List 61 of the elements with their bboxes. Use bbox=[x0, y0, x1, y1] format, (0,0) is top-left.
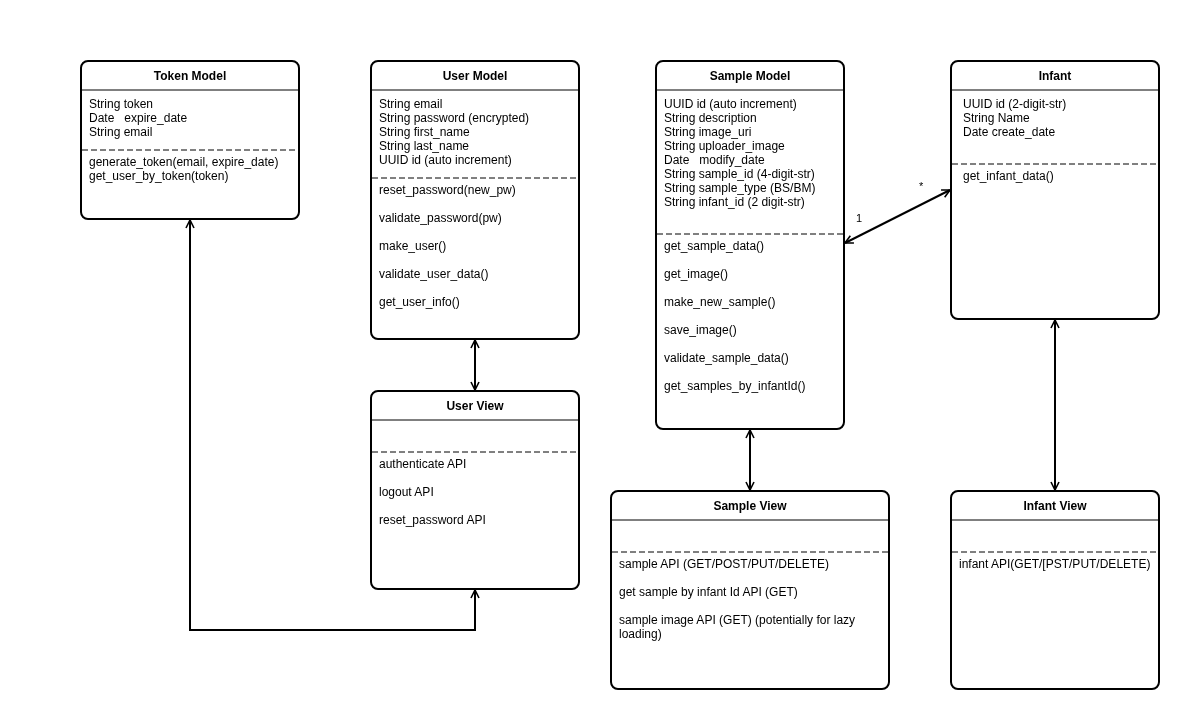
method-text: get_samples_by_infantId() bbox=[664, 379, 806, 393]
class-box bbox=[80, 60, 300, 220]
method-text: sample image API (GET) (potentially for lazy loading) bbox=[619, 613, 857, 641]
attribute-text: String Name bbox=[963, 111, 1030, 125]
method-text: reset_password API bbox=[379, 513, 486, 527]
method-text: get_image() bbox=[664, 267, 729, 281]
attribute-text: String sample_type (BS/BM) bbox=[664, 181, 816, 195]
attribute-text: Date modify_date bbox=[664, 153, 765, 167]
attribute-text: String image_uri bbox=[664, 125, 752, 139]
method-text: get sample by infant Id API (GET) bbox=[619, 585, 799, 599]
method-text: get_user_by_token(token) bbox=[89, 169, 229, 183]
association-arrow bbox=[185, 219, 480, 631]
method-text: save_image() bbox=[664, 323, 737, 337]
class-box bbox=[950, 60, 1160, 320]
attribute-text: UUID id (auto increment) bbox=[664, 97, 797, 111]
association-arrow bbox=[1050, 319, 1060, 491]
attribute-text: String token bbox=[89, 97, 154, 111]
class-box bbox=[655, 60, 845, 430]
method-text: sample API (GET/POST/PUT/DELETE) bbox=[619, 557, 831, 571]
method-text: make_user() bbox=[379, 239, 447, 253]
attribute-text: String infant_id (2 digit-str) bbox=[664, 195, 805, 209]
attribute-text: Date expire_date bbox=[89, 111, 188, 125]
attribute-text: String first_name bbox=[379, 125, 470, 139]
class-name: User Model bbox=[441, 69, 509, 83]
method-text: get_sample_data() bbox=[664, 239, 765, 253]
method-text: reset_password(new_pw) bbox=[379, 183, 516, 197]
method-text: validate_password(pw) bbox=[379, 211, 502, 225]
attribute-text: String sample_id (4-digit-str) bbox=[664, 167, 815, 181]
method-text: infant API(GET/[PST/PUT/DELETE) bbox=[959, 557, 1151, 571]
method-text: validate_user_data() bbox=[379, 267, 489, 281]
attribute-text: String uploader_image bbox=[664, 139, 785, 153]
attribute-text: Date create_date bbox=[963, 125, 1056, 139]
association-arrow bbox=[844, 189, 951, 244]
method-text: get_user_info() bbox=[379, 295, 460, 309]
attribute-text: String last_name bbox=[379, 139, 470, 153]
attribute-text: String password (encrypted) bbox=[379, 111, 530, 125]
association-arrow bbox=[470, 339, 480, 391]
method-text: get_infant_data() bbox=[963, 169, 1054, 183]
class-box bbox=[370, 390, 580, 590]
class-name: Infant bbox=[1037, 69, 1073, 83]
class-name: User View bbox=[445, 399, 505, 413]
attribute-text: UUID id (2-digit-str) bbox=[963, 97, 1067, 111]
method-text: generate_token(email, expire_date) bbox=[89, 155, 279, 169]
class-box bbox=[370, 60, 580, 340]
attribute-text: String email bbox=[379, 97, 443, 111]
association-arrow bbox=[745, 429, 755, 491]
multiplicity-label: 1 bbox=[856, 212, 863, 224]
method-text: logout API bbox=[379, 485, 434, 499]
method-text: make_new_sample() bbox=[664, 295, 776, 309]
class-box bbox=[610, 490, 890, 690]
attribute-text: String description bbox=[664, 111, 757, 125]
attribute-text: String email bbox=[89, 125, 153, 139]
multiplicity-label: * bbox=[919, 180, 924, 192]
attribute-text: UUID id (auto increment) bbox=[379, 153, 512, 167]
method-text: validate_sample_data() bbox=[664, 351, 789, 365]
class-name: Token Model bbox=[152, 69, 228, 83]
class-box bbox=[950, 490, 1160, 690]
class-name: Sample Model bbox=[708, 69, 792, 83]
class-name: Sample View bbox=[712, 499, 788, 513]
method-text: authenticate API bbox=[379, 457, 467, 471]
class-name: Infant View bbox=[1022, 499, 1088, 513]
